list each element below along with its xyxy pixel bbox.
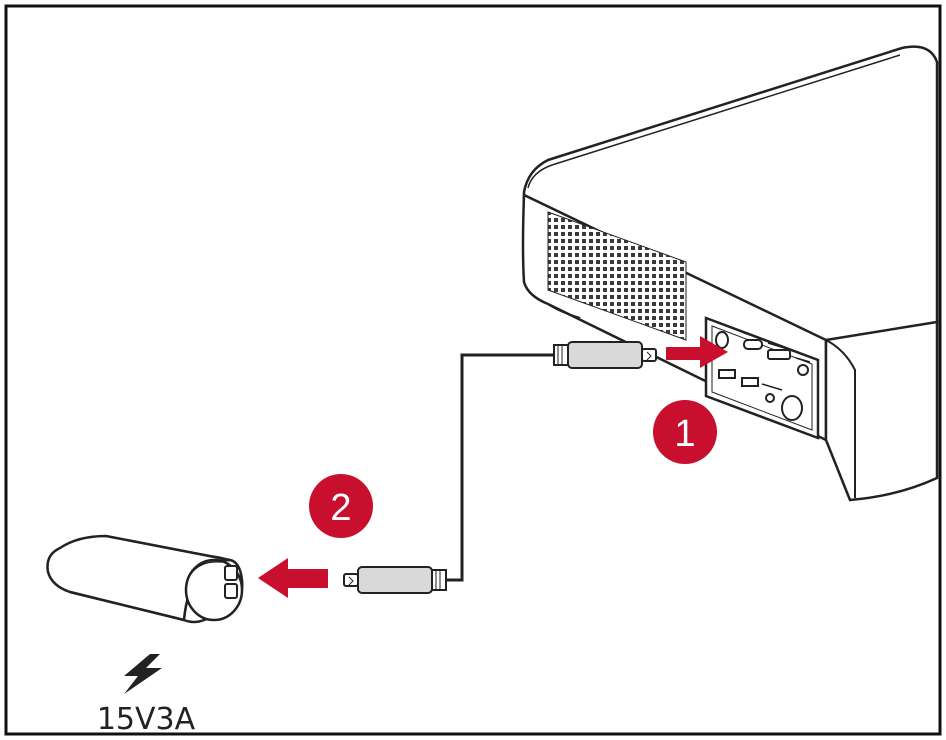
lightning-bolt-icon bbox=[124, 654, 162, 694]
usb-c-plug-powerbank bbox=[343, 566, 447, 594]
step-2-label: 2 bbox=[330, 487, 351, 529]
audio-jack bbox=[765, 393, 775, 403]
diagram-border bbox=[4, 4, 942, 736]
power-rating-label: 15V3A bbox=[97, 702, 196, 737]
power-button bbox=[715, 331, 729, 349]
step-badge-2: 2 bbox=[309, 474, 373, 538]
powerbank-port-2 bbox=[224, 583, 238, 599]
projector bbox=[521, 45, 939, 502]
power-bank bbox=[46, 534, 244, 624]
hdmi-port bbox=[767, 349, 791, 360]
dc-in-port bbox=[797, 364, 809, 376]
usb-c-cable bbox=[446, 353, 554, 582]
usb-c-plug-projector bbox=[553, 341, 657, 369]
io-panel bbox=[704, 316, 820, 440]
insert-arrow-projector bbox=[666, 336, 728, 368]
step-1-label: 1 bbox=[674, 413, 695, 455]
usb-c-port bbox=[743, 339, 763, 350]
step-badge-1: 1 bbox=[653, 400, 717, 464]
insert-arrow-powerbank bbox=[258, 558, 328, 598]
speaker-grille bbox=[547, 211, 687, 341]
reset-button bbox=[781, 395, 803, 421]
usb-a-port bbox=[718, 369, 736, 379]
powerbank-port-1 bbox=[224, 565, 238, 581]
usb-a-port-2 bbox=[741, 377, 759, 387]
